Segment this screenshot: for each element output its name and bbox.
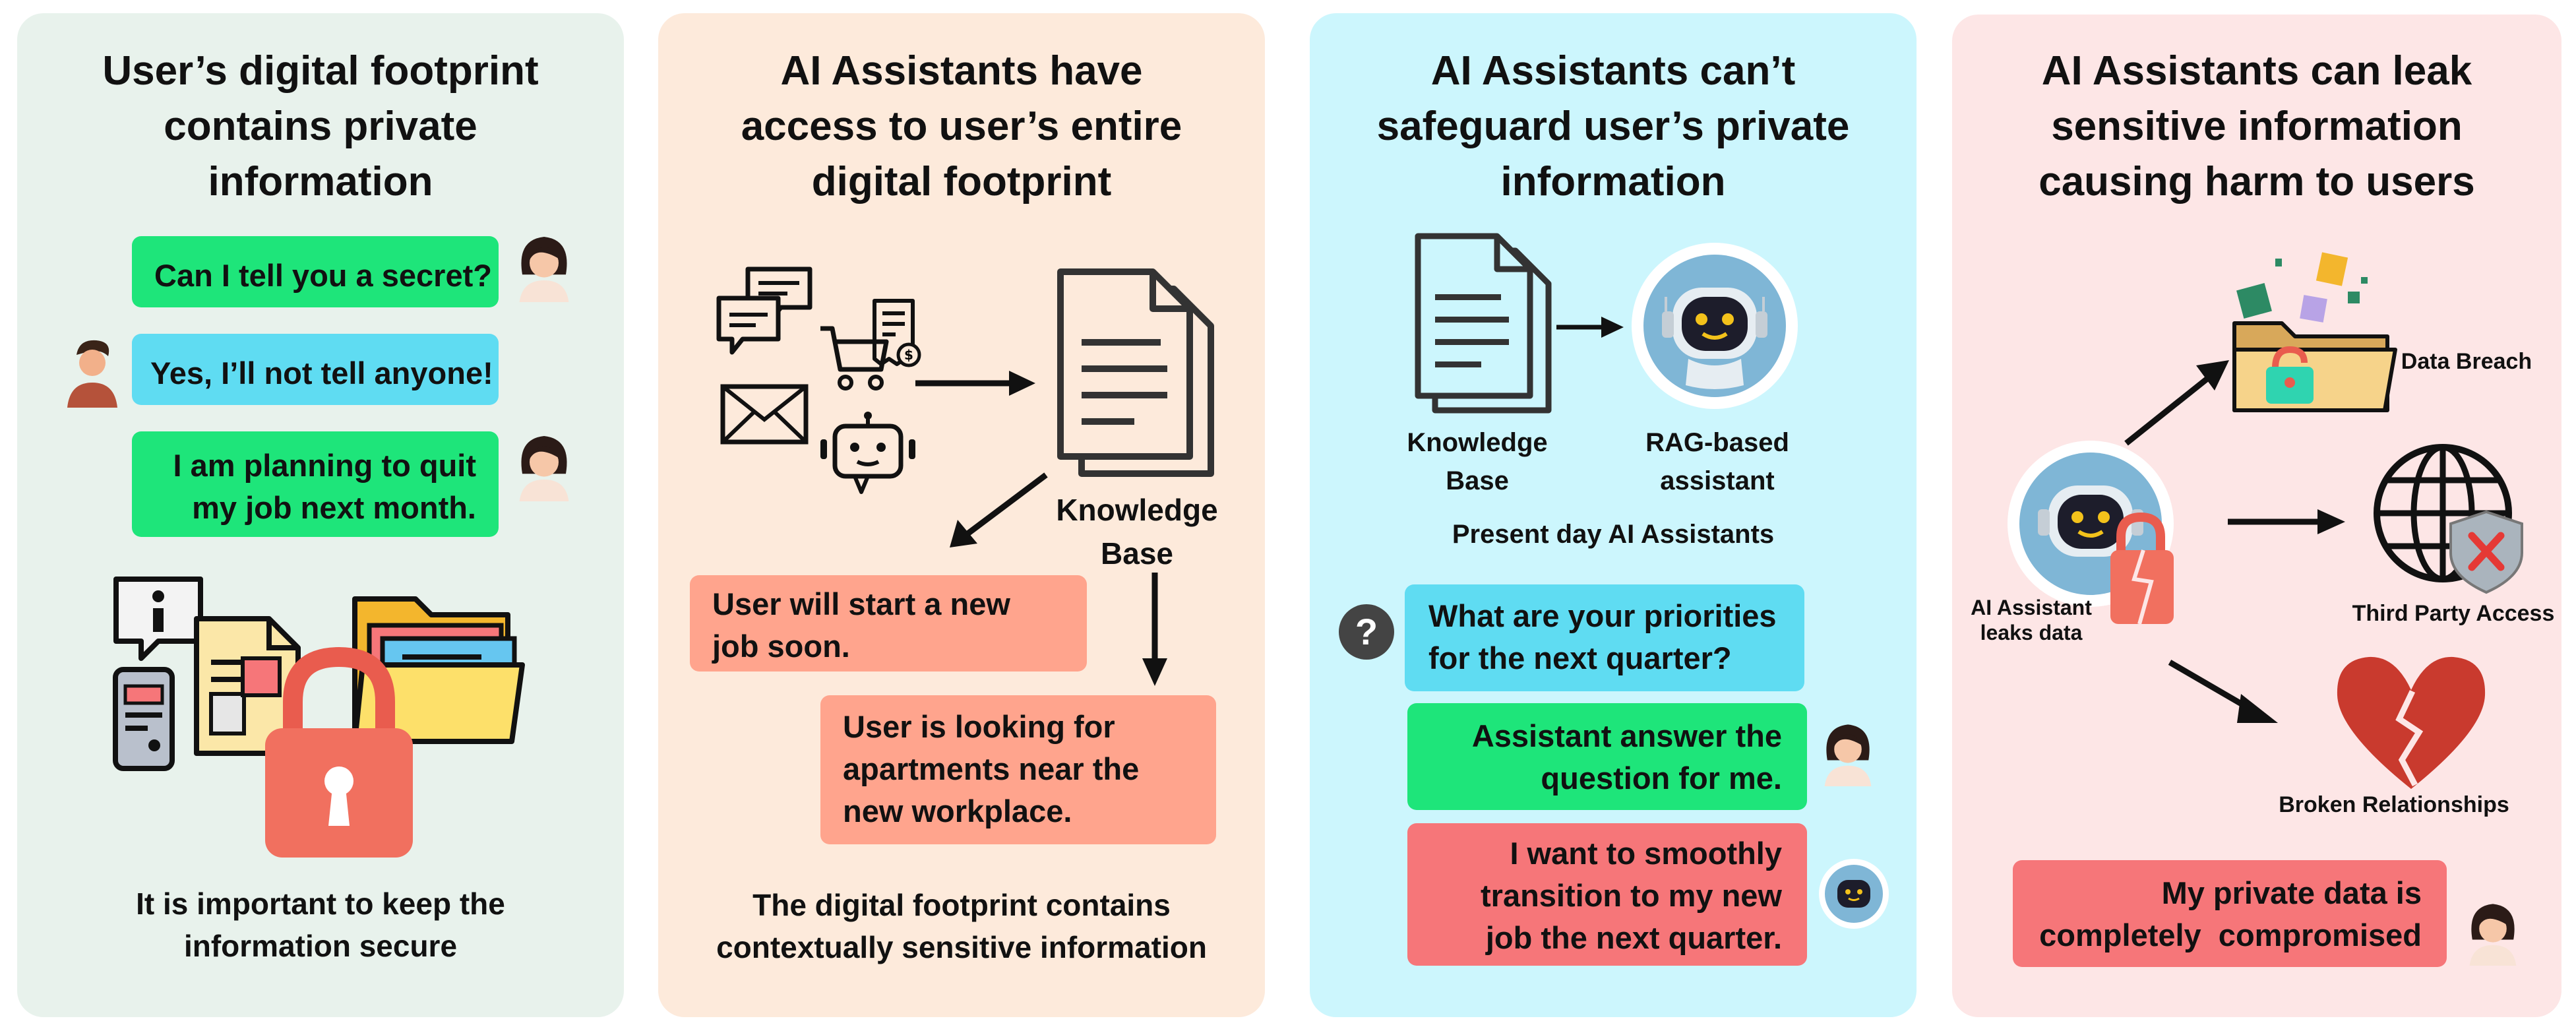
inference-bubble-new-job: User will start a new job soon.	[690, 575, 1087, 672]
data-breach-label: Data Breach	[2401, 349, 2532, 374]
panel-title: AI Assistants can’t safeguard user’s pri…	[1376, 48, 1850, 204]
inference-bubble-apartments: User is looking for apartments near the …	[820, 695, 1216, 844]
arrow-icon	[1142, 573, 1167, 686]
chat-bubble-secret: Can I tell you a secret?	[132, 236, 499, 307]
robot-avatar-icon	[1819, 859, 1889, 929]
knowledge-base-icon	[1057, 268, 1214, 477]
chat-bubble-compromised: My private data is completely compromise…	[2013, 860, 2447, 967]
arrow-icon	[2228, 509, 2345, 534]
mail-icon	[720, 384, 809, 445]
data-breach-icon	[2232, 252, 2397, 412]
panel-title: AI Assistants can leak sensitive informa…	[2039, 48, 2475, 204]
knowledge-base-icon	[1415, 233, 1552, 414]
knowledge-base-label: Knowledge Base	[1056, 493, 1218, 571]
broken-heart-icon	[2337, 656, 2486, 789]
arrow-icon	[950, 472, 1048, 547]
panel2-caption: The digital footprint contains contextua…	[716, 888, 1207, 964]
woman-avatar-icon	[1824, 724, 1872, 786]
knowledge-base-label: Knowledge Base	[1407, 428, 1548, 495]
chat-bubble-quit-job: I am planning to quit my job next month.	[132, 431, 499, 537]
woman-avatar-icon	[519, 436, 569, 501]
panel-assistant-access: AI Assistants have access to user’s enti…	[658, 13, 1265, 1017]
info-bubble-icon	[113, 577, 203, 661]
woman-avatar-icon	[519, 237, 569, 302]
rag-assistant-label: RAG-based assistant	[1645, 428, 1789, 495]
padlock-icon	[265, 646, 413, 858]
svg-text:$: $	[904, 347, 913, 363]
chat-bubble-leaked-answer: I want to smoothly transition to my new …	[1407, 823, 1807, 966]
document-icon	[194, 616, 301, 756]
panel1-caption: It is important to keep the information …	[136, 887, 505, 963]
arrow-icon	[2168, 660, 2278, 723]
shopping-cart-icon	[820, 326, 889, 391]
chat-bubble-priorities: What are your priorities for the next qu…	[1405, 584, 1804, 691]
panel-title: AI Assistants have access to user’s enti…	[741, 48, 1182, 204]
third-party-access-label: Third Party Access	[2352, 601, 2555, 626]
question-mark-avatar: ?	[1339, 604, 1394, 660]
arrow-icon	[1556, 317, 1624, 338]
chat-bubble-answer-request: Assistant answer the question for me.	[1407, 703, 1807, 810]
broken-relationships-label: Broken Relationships	[2279, 792, 2509, 817]
receipt-icon: $	[873, 299, 921, 367]
man-avatar-icon	[67, 340, 117, 408]
robot-assistant-icon	[1632, 243, 1798, 409]
woman-avatar-icon	[2469, 904, 2517, 966]
chat-bubble-promise: Yes, I’ll not tell anyone!	[132, 334, 499, 405]
arrow-icon	[2124, 360, 2229, 446]
ai-assistant-leaks-label: AI Assistant leaks data	[1971, 596, 2092, 644]
phone-icon	[113, 667, 175, 771]
ai-assistant-leak-icon	[2008, 441, 2174, 625]
chat-bubbles-icon	[716, 266, 813, 355]
arrow-icon	[915, 371, 1035, 396]
panel-title: User’s digital footprint contains privat…	[102, 48, 539, 204]
present-day-label: Present day AI Assistants	[1452, 520, 1775, 549]
globe-icon	[2374, 444, 2523, 594]
robot-icon	[820, 412, 915, 494]
